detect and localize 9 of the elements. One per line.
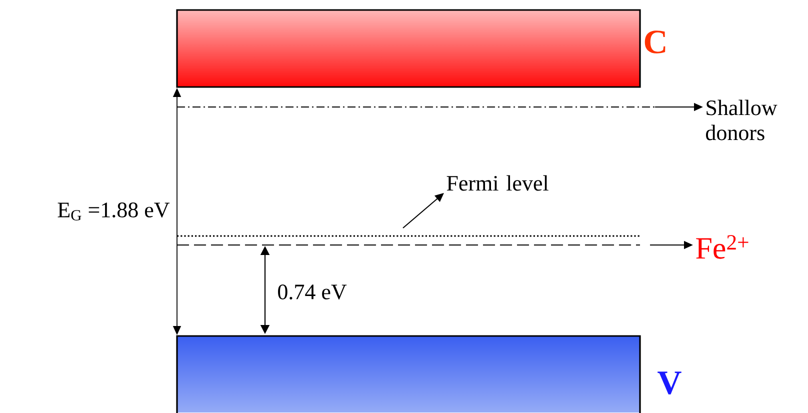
- node-label: C: [644, 30, 666, 54]
- node-label: V: [658, 372, 682, 394]
- energy-band: V: [176, 335, 682, 413]
- dimension-label: 0.74 eV: [278, 284, 347, 300]
- energy-band: C: [176, 9, 666, 88]
- level-label: Fe$^{2+}$: [696, 235, 748, 259]
- level-label: Shallow donors: [706, 100, 778, 140]
- edge-label: E$_{G}$ =1.88 eV: [58, 202, 170, 220]
- level-label: Fermi level: [446, 175, 548, 191]
